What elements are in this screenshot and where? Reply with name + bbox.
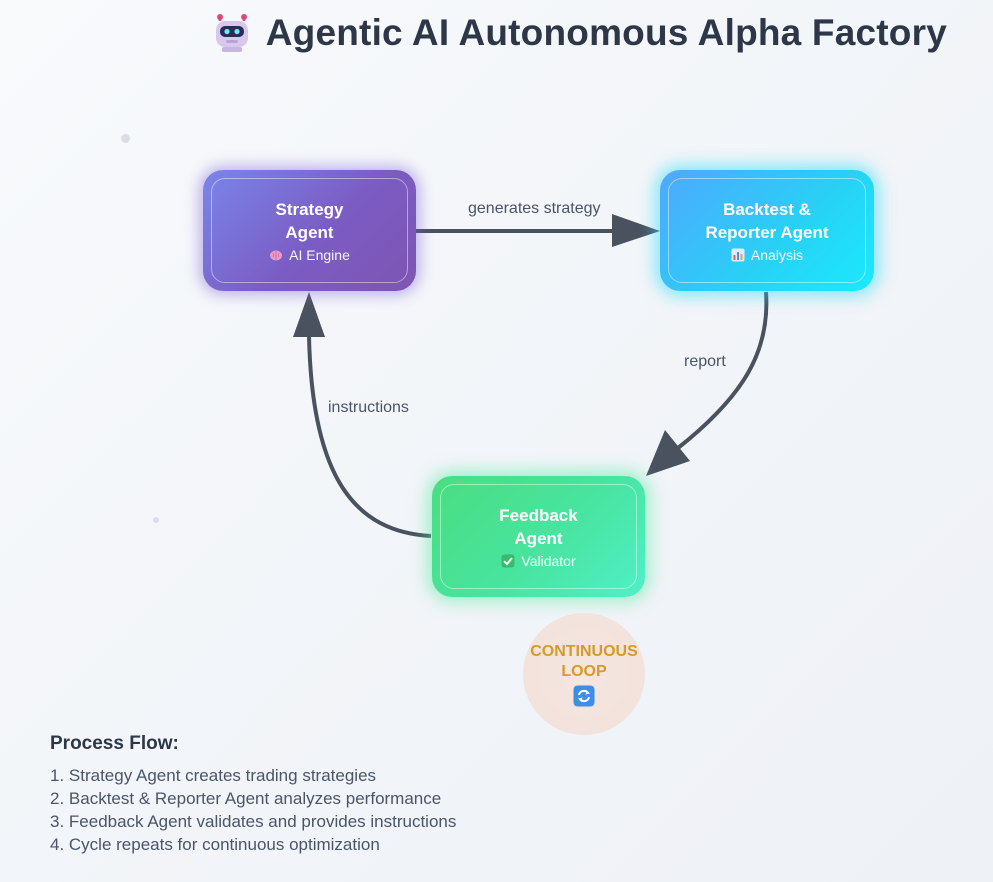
loop-label-line: CONTINUOUS — [530, 642, 638, 660]
arrow-feedback-to-strategy — [307, 335, 432, 538]
process-flow-list: 1. Strategy Agent creates trading strate… — [50, 764, 456, 856]
process-step: 2. Backtest & Reporter Agent analyzes pe… — [50, 789, 442, 808]
strategy-agent-node: Strategy Agent AI Engine — [203, 170, 416, 291]
bar-chart-icon — [731, 248, 745, 262]
backtest-reporter-agent-node: Backtest & Reporter Agent Analysis — [660, 170, 874, 291]
edge-label-instructions: instructions — [328, 399, 409, 416]
node-title-line: Agent — [514, 529, 563, 548]
continuous-loop-badge: CONTINUOUS LOOP — [523, 613, 645, 735]
node-subtitle: Analysis — [750, 247, 804, 263]
node-title-line: Feedback — [499, 506, 578, 525]
process-flow-title: Process Flow: — [50, 733, 179, 754]
process-step: 1. Strategy Agent creates trading strate… — [50, 766, 377, 785]
checkmark-icon — [501, 554, 515, 568]
page-title-bar: Agentic AI Autonomous Alpha Factory — [0, 12, 993, 54]
process-step: 3. Feedback Agent validates and provides… — [50, 812, 457, 831]
feedback-agent-node: Feedback Agent Validator — [432, 476, 645, 597]
page-title: Agentic AI Autonomous Alpha Factory — [265, 12, 947, 53]
edge-label-report: report — [684, 353, 726, 370]
node-title-line: Backtest & — [723, 200, 811, 219]
node-title-line: Agent — [285, 223, 334, 242]
refresh-icon — [573, 685, 595, 706]
node-title-line: Reporter Agent — [705, 223, 829, 242]
arrowhead-feedback-to-strategy — [293, 292, 325, 337]
node-subtitle: AI Engine — [289, 247, 350, 263]
loop-label-line: LOOP — [561, 662, 607, 680]
decorative-dot — [153, 517, 159, 523]
edge-label-generates-strategy: generates strategy — [468, 200, 601, 217]
node-subtitle: Validator — [521, 553, 576, 569]
brain-icon — [270, 250, 283, 261]
decorative-dot — [121, 134, 130, 143]
arrow-backtest-to-feedback — [676, 291, 769, 450]
node-title-line: Strategy — [275, 200, 344, 219]
robot-icon — [215, 14, 248, 52]
arrowhead-strategy-to-backtest — [612, 214, 660, 247]
arrowhead-backtest-to-feedback — [646, 430, 690, 476]
process-step: 4. Cycle repeats for continuous optimiza… — [50, 835, 380, 854]
